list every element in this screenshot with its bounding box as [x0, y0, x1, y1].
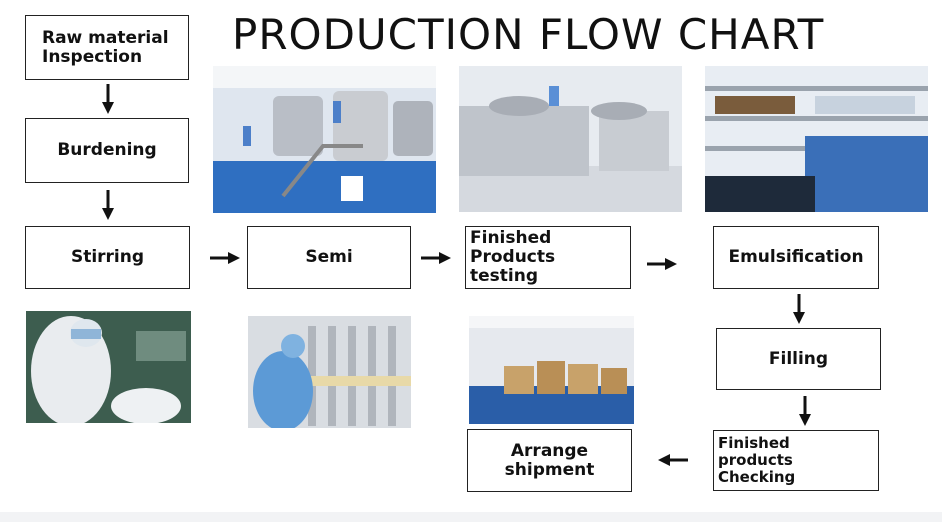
arrow-down-icon [100, 82, 116, 116]
step-label: Stirring [71, 248, 144, 267]
step-raw-material-inspection: Raw material Inspection [25, 15, 189, 80]
arrow-down-icon [100, 188, 116, 222]
laboratory-shelves-photo [705, 66, 928, 212]
step-label: Emulsification [728, 248, 863, 267]
arrow-right-icon [645, 256, 679, 272]
step-semi: Semi [247, 226, 411, 289]
step-label: Burdening [57, 141, 156, 160]
step-finished-products-testing: Finished Products testing [465, 226, 631, 289]
arrow-right-icon [208, 250, 242, 266]
step-filling: Filling [716, 328, 881, 390]
step-label: Raw material Inspection [42, 29, 169, 67]
step-label: Finished Products testing [470, 229, 624, 286]
arrow-down-icon [797, 394, 813, 428]
step-burdening: Burdening [25, 118, 189, 183]
step-finished-products-checking: Finished products Checking [713, 430, 879, 491]
step-label: Filling [769, 350, 828, 369]
step-arrange-shipment: Arrange shipment [467, 429, 632, 492]
workers-cleanroom-photo [26, 311, 191, 423]
step-label: Finished products Checking [718, 435, 872, 486]
arrow-down-icon [791, 292, 807, 326]
page-title: PRODUCTION FLOW CHART [232, 10, 832, 60]
step-emulsification: Emulsification [713, 226, 879, 289]
step-stirring: Stirring [25, 226, 190, 289]
arrow-left-icon [656, 452, 690, 468]
step-label: Semi [305, 248, 352, 267]
filling-machine-worker-photo [248, 316, 411, 428]
step-label: Arrange shipment [505, 442, 595, 480]
arrow-right-icon [419, 250, 453, 266]
factory-tanks-hall-photo [459, 66, 682, 212]
footer-strip [0, 512, 942, 522]
factory-mixing-tanks-photo [213, 66, 436, 213]
warehouse-boxes-photo [469, 316, 634, 424]
